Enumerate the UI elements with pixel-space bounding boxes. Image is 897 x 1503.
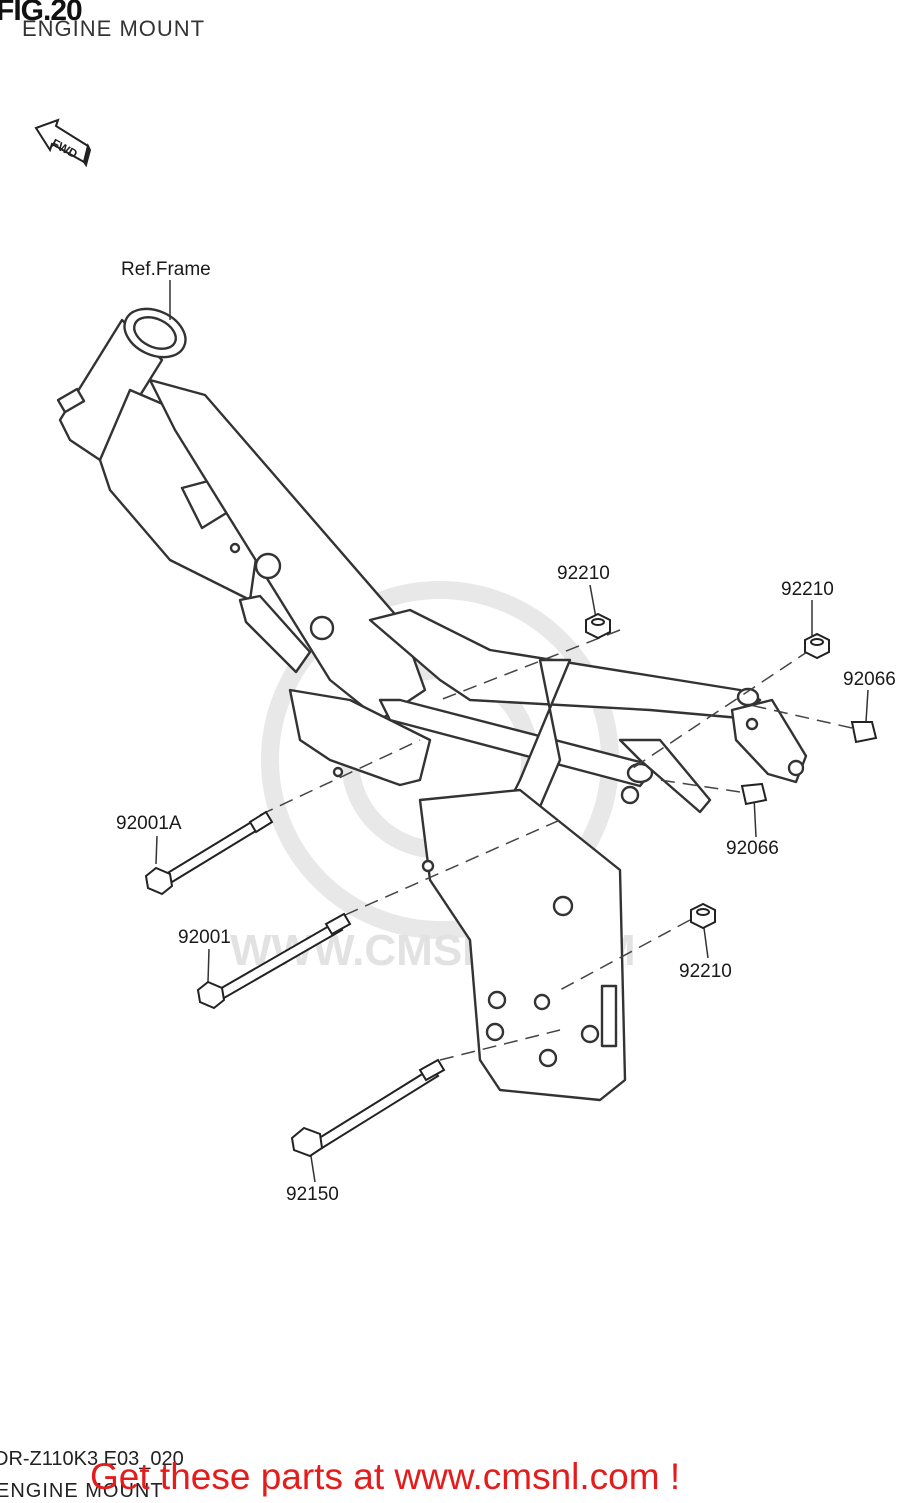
forward-direction-arrow-icon: FWD [34,118,92,168]
bolt-92001-icon [196,912,352,1010]
diagram-code: DR-Z110K3 E03_020 [0,1448,184,1470]
figure-subtitle: ENGINE MOUNT [22,16,206,41]
leader-lines [155,280,869,1183]
diagram-name: ENGINE MOUNT [0,1480,164,1502]
cta-link[interactable]: Get these parts at www.cmsnl.com ! [90,1456,681,1497]
bolt-92150-icon [290,1058,446,1158]
part-label-92210[interactable]: 92210 [781,579,834,600]
part-label-92210[interactable]: 92210 [679,961,732,982]
cap-92066-b-icon [740,782,768,806]
figure-title: FIG.20 [0,0,83,27]
part-label-ref-frame[interactable]: Ref.Frame [121,259,211,280]
bolt-92001A-icon [144,810,274,896]
part-label-92001[interactable]: 92001 [178,927,231,948]
frame-outline [56,307,808,1102]
cap-92066-a-icon [850,721,878,744]
part-label-92001A[interactable]: 92001A [116,813,182,834]
nut-92210-a-icon [585,612,611,640]
assembly-lines [259,629,853,1061]
nut-92210-b-icon [804,632,830,660]
part-label-92066[interactable]: 92066 [843,669,896,690]
part-label-92210[interactable]: 92210 [557,563,610,584]
nut-92210-c-icon [690,902,716,930]
part-label-92150[interactable]: 92150 [286,1184,339,1205]
part-label-92066[interactable]: 92066 [726,838,779,859]
